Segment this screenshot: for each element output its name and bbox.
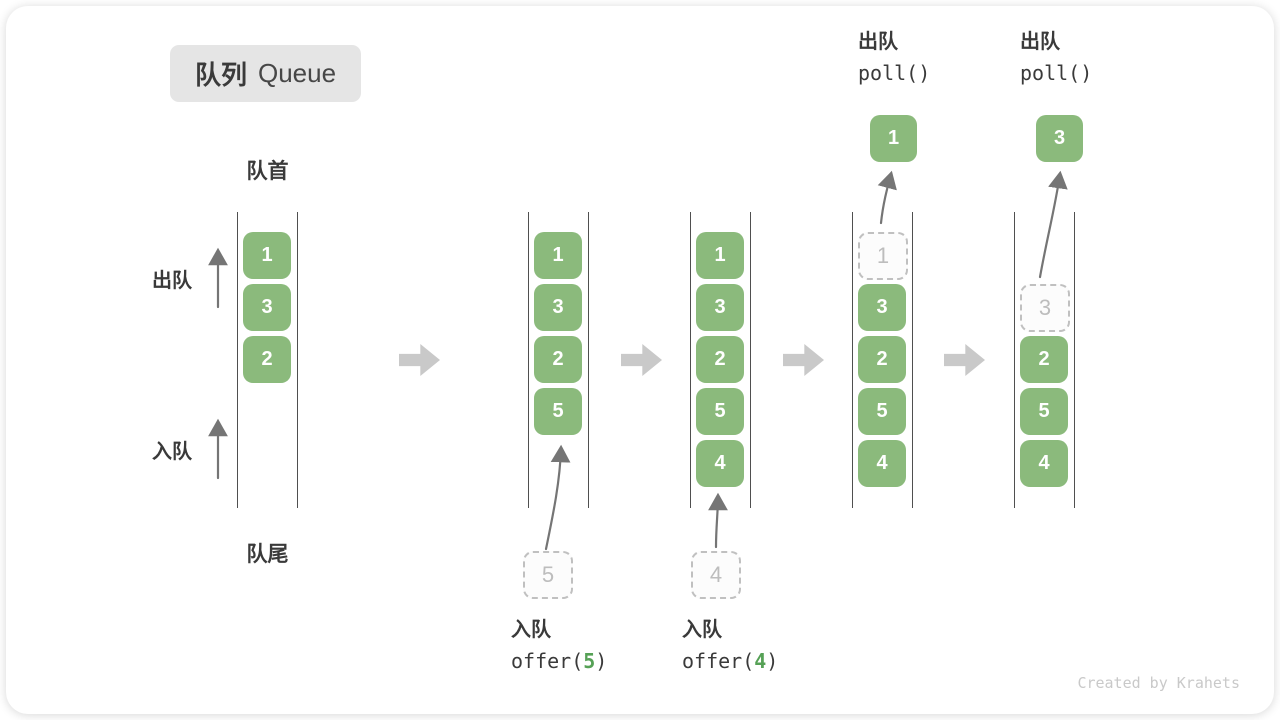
queue-element: 2 xyxy=(696,336,744,383)
label-queue-rear: 队尾 xyxy=(246,543,289,566)
op-action-label: 出队 xyxy=(1020,31,1060,53)
queue-element: 2 xyxy=(858,336,906,383)
queue-element: 4 xyxy=(858,440,906,487)
label-queue-front: 队首 xyxy=(246,160,289,183)
removed-element-ghost: 3 xyxy=(1020,284,1070,332)
queue-element: 3 xyxy=(243,284,291,331)
queue-rails-state-4 xyxy=(852,212,913,508)
title-badge: 队列 Queue xyxy=(170,45,361,102)
queue-rails-state-1 xyxy=(237,212,298,508)
queue-element: 5 xyxy=(696,388,744,435)
code-close: ) xyxy=(595,649,608,673)
removed-element-ghost: 1 xyxy=(858,232,908,280)
op-code: offer(5) xyxy=(511,649,607,673)
op-enqueue-4: 入队 offer(4) xyxy=(682,620,778,672)
op-enqueue-5: 入队 offer(5) xyxy=(511,620,607,672)
label-dequeue: 出队 xyxy=(152,270,192,292)
queue-element: 4 xyxy=(696,440,744,487)
title-zh: 队列 xyxy=(194,60,247,90)
staged-element-4: 4 xyxy=(691,551,741,599)
queue-rails-state-5 xyxy=(1014,212,1075,508)
code-fn: offer( xyxy=(511,649,584,673)
queue-rails-state-3 xyxy=(690,212,751,508)
flow-arrow-icon xyxy=(621,344,662,376)
queue-element: 3 xyxy=(696,284,744,331)
queue-rails-state-2 xyxy=(528,212,589,508)
queue-element: 3 xyxy=(858,284,906,331)
queue-element: 1 xyxy=(696,232,744,279)
code-arg: 4 xyxy=(754,649,767,673)
op-dequeue-2: 出队 poll() xyxy=(1020,32,1092,84)
title-en: Queue xyxy=(257,58,337,88)
op-action-label: 入队 xyxy=(511,619,551,641)
queue-element: 1 xyxy=(534,232,582,279)
code-close: ) xyxy=(766,649,779,673)
queue-element: 2 xyxy=(534,336,582,383)
flow-arrow-icon xyxy=(783,344,824,376)
op-code: poll() xyxy=(858,61,931,85)
queue-element: 4 xyxy=(1020,440,1068,487)
label-enqueue: 入队 xyxy=(152,441,192,463)
watermark: Created by Krahets xyxy=(1077,674,1240,692)
op-action-label: 出队 xyxy=(858,31,898,53)
queue-element: 5 xyxy=(534,388,582,435)
code-arg: 5 xyxy=(583,649,596,673)
flow-arrow-icon xyxy=(944,344,985,376)
op-dequeue-1: 出队 poll() xyxy=(858,32,930,84)
op-code: offer(4) xyxy=(682,649,778,673)
flow-arrow-icon xyxy=(399,344,440,376)
queue-element: 1 xyxy=(243,232,291,279)
queue-element: 5 xyxy=(1020,388,1068,435)
polled-element-1: 1 xyxy=(870,115,917,162)
op-code: poll() xyxy=(1020,61,1093,85)
queue-element: 5 xyxy=(858,388,906,435)
polled-element-3: 3 xyxy=(1036,115,1083,162)
staged-element-5: 5 xyxy=(523,551,573,599)
op-action-label: 入队 xyxy=(682,619,722,641)
queue-element: 2 xyxy=(243,336,291,383)
code-fn: offer( xyxy=(682,649,755,673)
queue-element: 3 xyxy=(534,284,582,331)
queue-element: 2 xyxy=(1020,336,1068,383)
